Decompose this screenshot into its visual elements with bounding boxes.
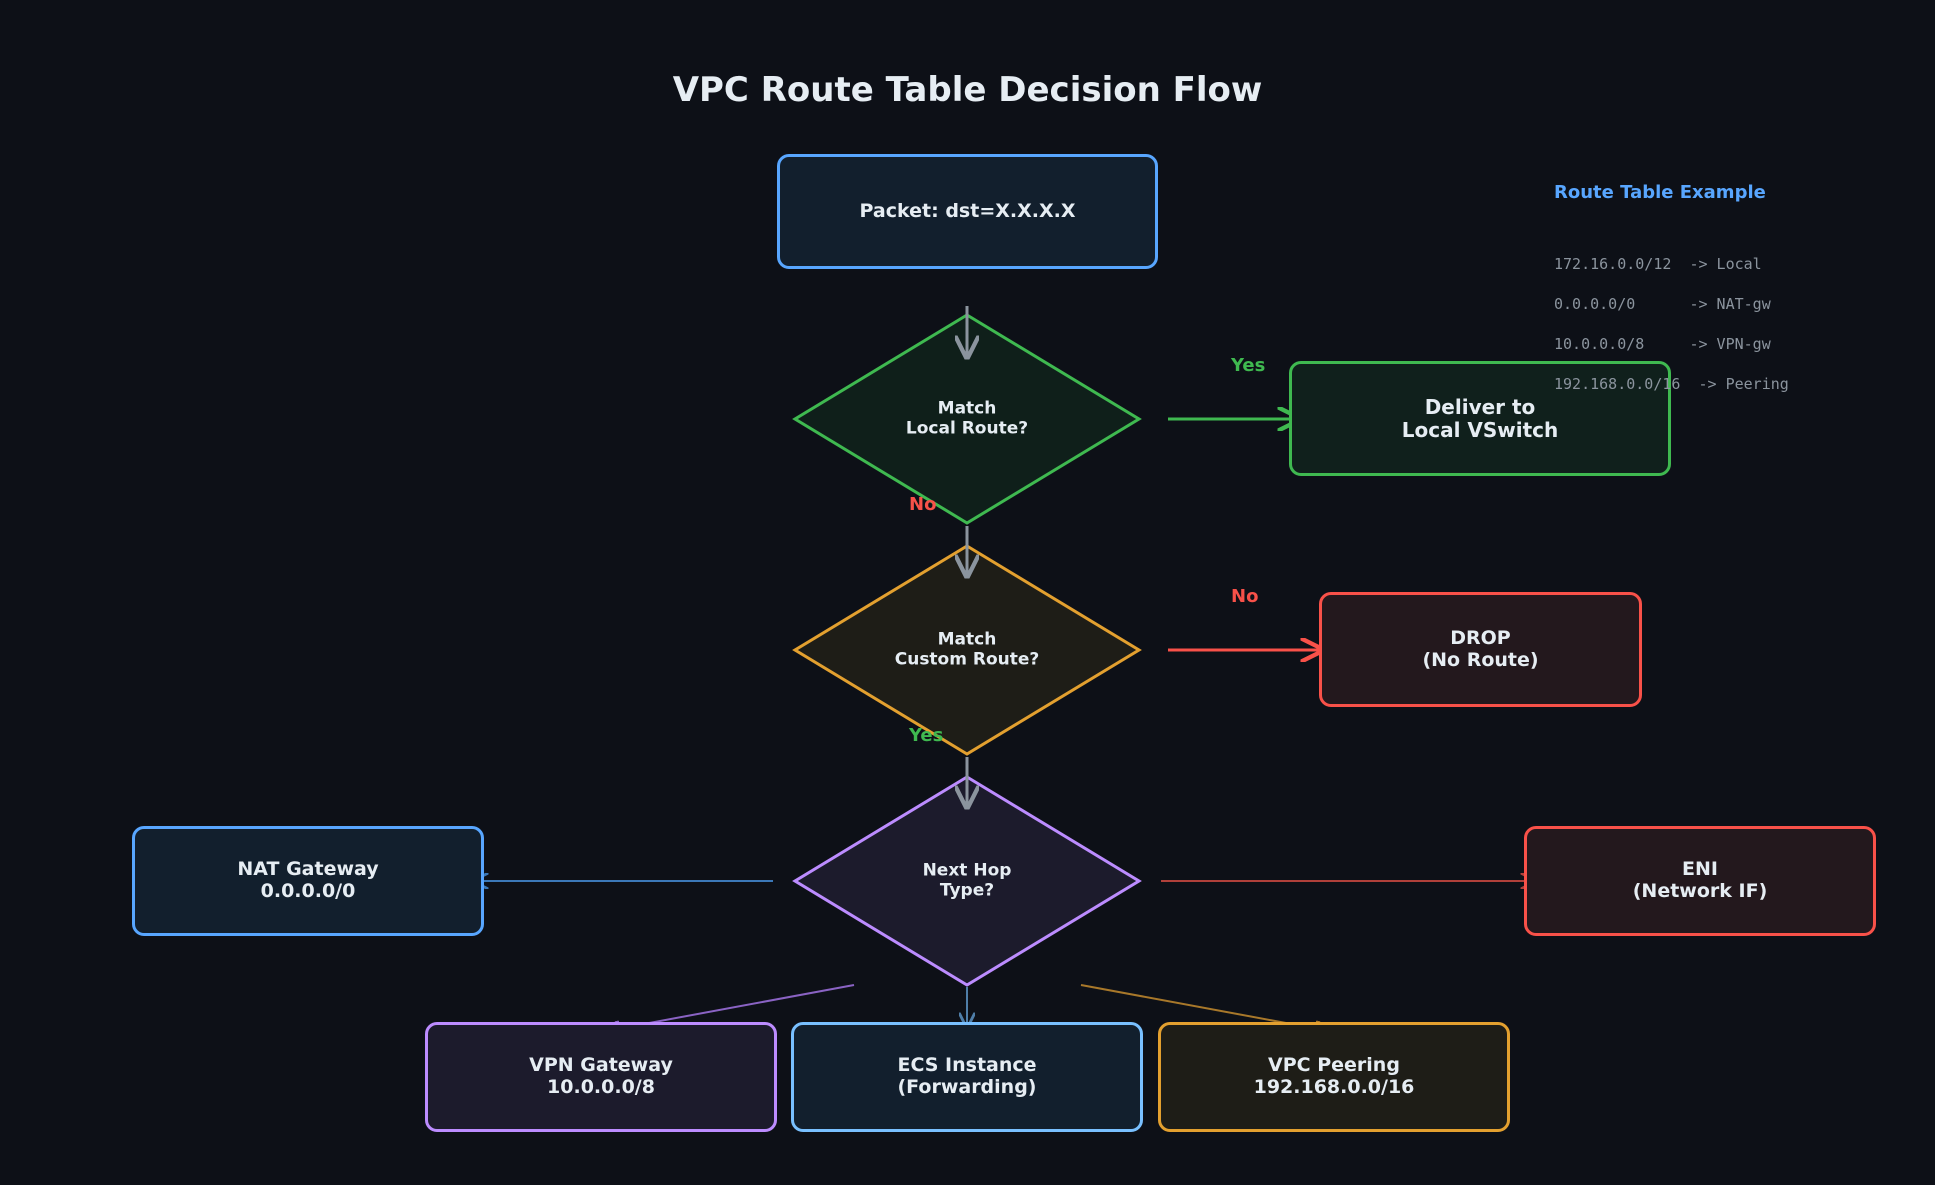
legend-row: 172.16.0.0/12 -> Local <box>1554 255 1762 273</box>
decision-local-label: Match Local Route? <box>905 398 1029 439</box>
edge-label-local-yes: Yes <box>1231 355 1266 376</box>
edge-label-custom-yes: Yes <box>909 725 944 746</box>
vpc-peering-node: VPC Peering 192.168.0.0/16 <box>1158 1022 1510 1132</box>
diagram-title: VPC Route Table Decision Flow <box>672 70 1263 110</box>
packet-node: Packet: dst=X.X.X.X <box>777 154 1158 269</box>
legend-row: 10.0.0.0/8 -> VPN-gw <box>1554 335 1771 353</box>
decision-nexthop-label: Next Hop Type? <box>922 860 1012 901</box>
decision-custom-label: Match Custom Route? <box>894 629 1040 670</box>
vpn-gateway-node: VPN Gateway 10.0.0.0/8 <box>425 1022 777 1132</box>
ecs-instance-node: ECS Instance (Forwarding) <box>791 1022 1143 1132</box>
nat-gateway-node: NAT Gateway 0.0.0.0/0 <box>132 826 484 936</box>
decision-local-shape <box>792 313 1142 525</box>
decision-nexthop-shape <box>792 775 1142 987</box>
edge-label-custom-no: No <box>1231 586 1259 607</box>
legend-row: 192.168.0.0/16 -> Peering <box>1554 375 1789 393</box>
eni-node: ENI (Network IF) <box>1524 826 1876 936</box>
decision-custom-shape <box>792 544 1142 756</box>
drop-node: DROP (No Route) <box>1319 592 1642 707</box>
legend-row: 0.0.0.0/0 -> NAT-gw <box>1554 295 1771 313</box>
edge-label-local-no: No <box>909 494 937 515</box>
legend-title: Route Table Example <box>1554 182 1766 203</box>
deliver-local-node: Deliver to Local VSwitch <box>1289 361 1671 476</box>
